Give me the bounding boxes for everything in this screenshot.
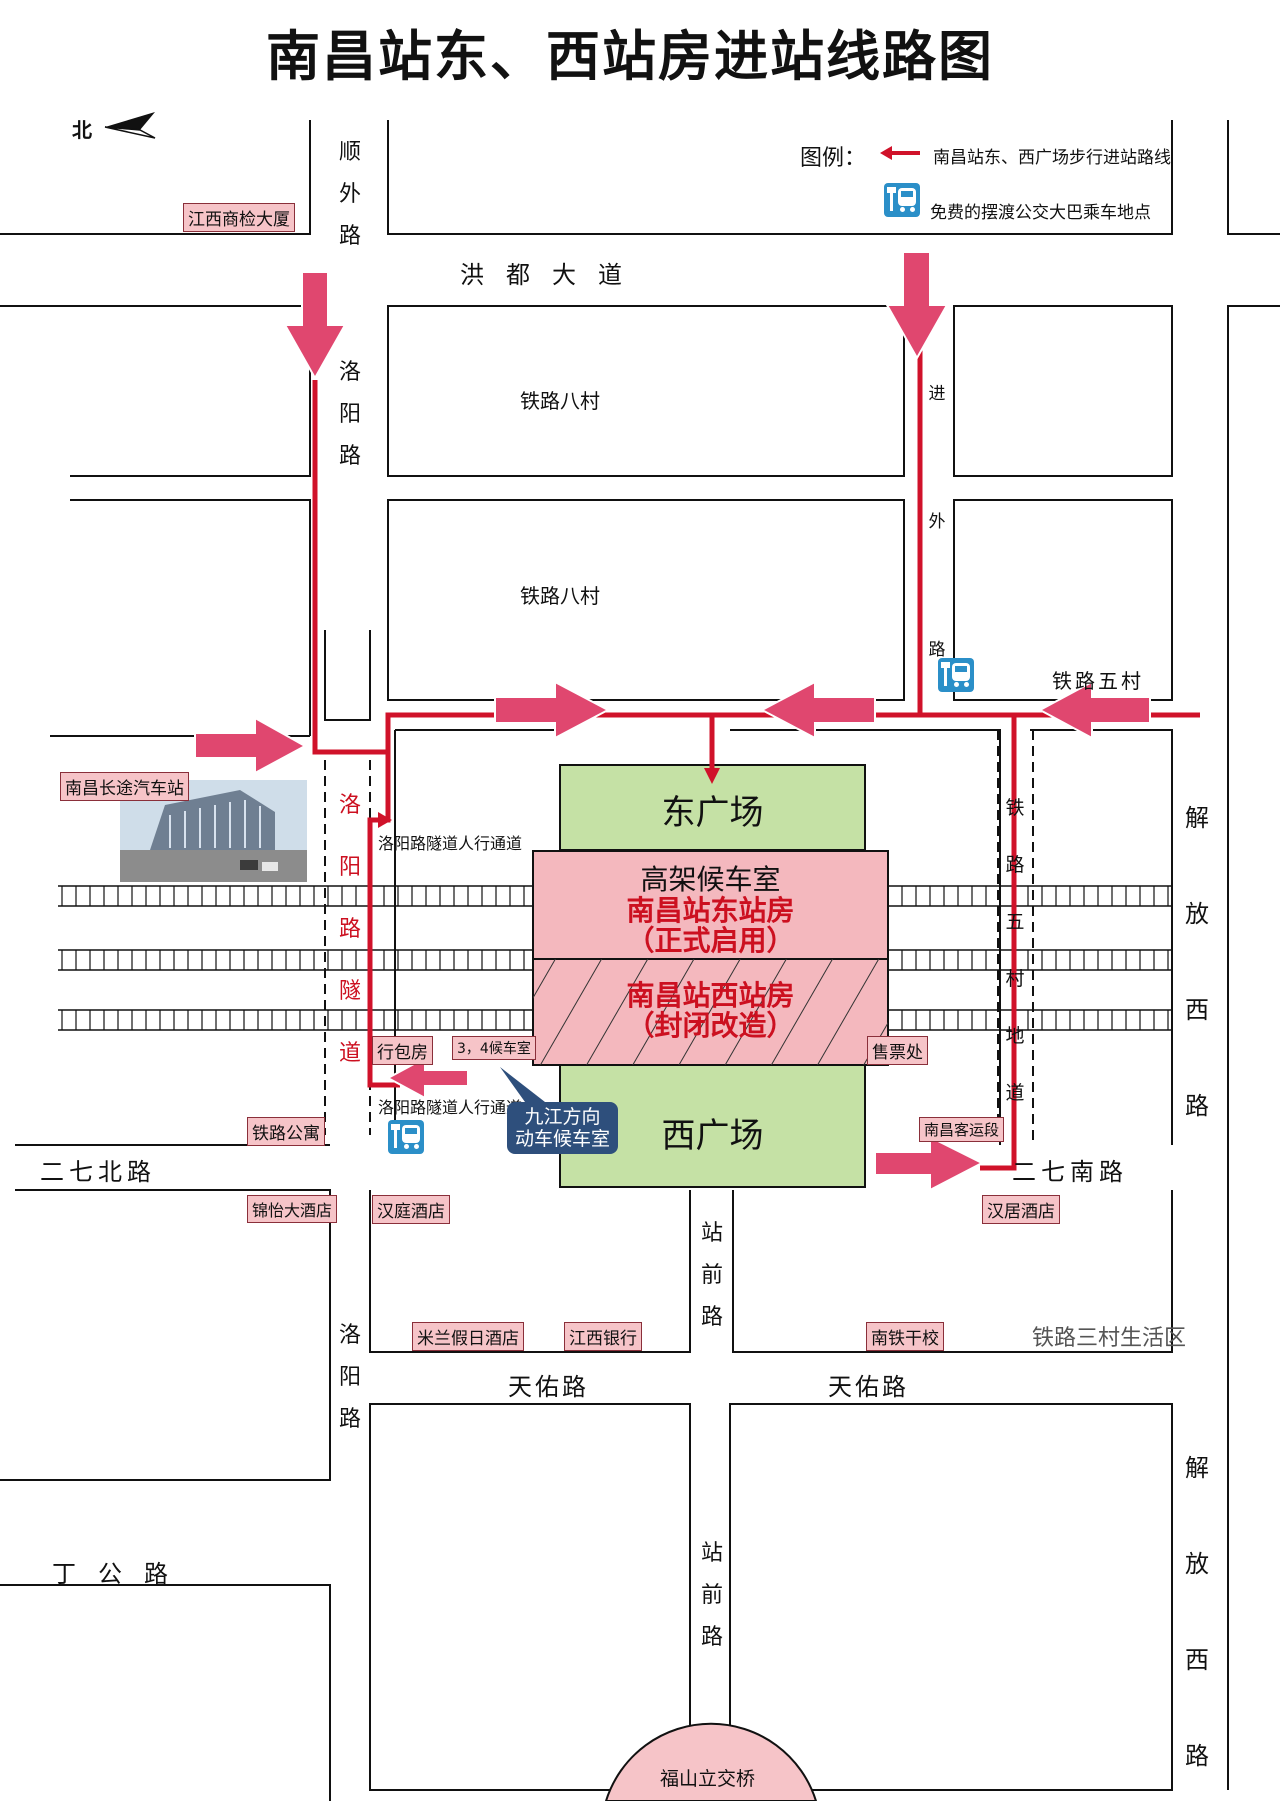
road-jiefang-west-1: 解放西路 [1185, 804, 1209, 1120]
poi-keyunduan: 南昌客运段 [919, 1117, 1005, 1142]
tunnel-passage-1: 洛阳路隧道人行通道 [378, 834, 523, 853]
poi-ticket-office: 售票处 [867, 1036, 928, 1065]
poi-xingbaofang: 行包房 [372, 1036, 433, 1065]
road-luoyang-south: 洛阳路 [338, 1323, 361, 1432]
area-tielu-bacun-1: 铁路八村 [520, 389, 600, 413]
road-zhanqian-1: 站前路 [700, 1221, 723, 1330]
poi-nantie-school: 南铁干校 [866, 1322, 944, 1351]
poi-fushan-interchange: 福山立交桥 [660, 1768, 756, 1790]
road-luoyang-north: 洛阳路 [338, 360, 361, 469]
pink-arrows [194, 251, 1151, 1192]
road-jinwai: 进外路 [928, 384, 946, 660]
area-tielu-sancun: 铁路三村生活区 [1032, 1326, 1187, 1351]
poi-changtu-bus-station: 南昌长途汽车站 [60, 772, 189, 801]
bus-stop-icon [938, 658, 974, 692]
area-tielu-bacun-2: 铁路八村 [520, 584, 600, 608]
west-building-label: 南昌站西站房 [626, 979, 795, 1012]
east-building-status: （正式启用） [626, 924, 795, 957]
waiting-room-label: 高架候车室 [640, 863, 781, 896]
bus-terminal-photo [120, 780, 307, 882]
road-jiefang-west-2: 解放西路 [1185, 1454, 1209, 1770]
bus-stop-icon [884, 183, 920, 217]
poi-waiting-room-34: 3，4候车室 [452, 1036, 536, 1060]
road-shunwai: 顺外路 [338, 140, 361, 249]
road-tielu-wucun-tunnel: 铁路五村地道 [1005, 797, 1025, 1104]
road-tianyou-2: 天佑路 [828, 1373, 909, 1401]
poi-milan-hotel: 米兰假日酒店 [412, 1322, 524, 1351]
callout-pointer [500, 1067, 545, 1102]
road-erqi-north: 二七北路 [40, 1158, 156, 1186]
legend-arrow-icon [880, 146, 920, 160]
road-tianyou-1: 天佑路 [508, 1373, 589, 1401]
west-station-hatch [533, 959, 888, 1065]
callout-emu-waiting-room: 九江方向 动车候车室 [507, 1102, 619, 1154]
fushan-interchange [604, 1722, 818, 1801]
west-building-status: （封闭改造） [626, 1009, 795, 1042]
west-plaza-label: 西广场 [661, 1116, 764, 1156]
east-station-building [532, 850, 889, 960]
east-plaza-label: 东广场 [661, 793, 764, 833]
legend-bus-label: 免费的摆渡公交大巴乘车地点 [930, 203, 1151, 223]
north-arrow-icon [104, 112, 156, 139]
road-erqi-south: 二七南路 [1012, 1158, 1128, 1186]
poi-hanju-hotel: 汉居酒店 [982, 1195, 1060, 1224]
poi-jiangxi-shangjian: 江西商检大厦 [183, 203, 295, 232]
route-arrowheads [378, 768, 720, 828]
road-zhanqian-2: 站前路 [700, 1541, 723, 1650]
east-building-label: 南昌站东站房 [626, 894, 795, 927]
road-tielu-wucun: 铁路五村 [1052, 669, 1144, 693]
tunnel-passage-2: 洛阳路隧道人行通道 [378, 1098, 523, 1117]
legend-route-label: 南昌站东、西广场步行进站路线 [933, 148, 1171, 168]
road-luoyang-tunnel: 洛阳路隧道 [338, 793, 361, 1066]
poi-tielu-gongyu: 铁路公寓 [247, 1117, 325, 1146]
north-label: 北 [72, 118, 92, 142]
legend-heading: 图例： [800, 146, 867, 171]
road-hongdu: 洪都大道 [460, 261, 644, 289]
road-dinggong: 丁公路 [52, 1560, 190, 1588]
map-title: 南昌站东、西站房进站线路图 [266, 25, 994, 88]
poi-jinyi-hotel: 锦怡大酒店 [247, 1195, 338, 1223]
poi-jiangxi-bank: 江西银行 [564, 1322, 642, 1351]
bus-stop-icon [388, 1120, 424, 1154]
poi-hanting-hotel: 汉庭酒店 [372, 1195, 450, 1224]
